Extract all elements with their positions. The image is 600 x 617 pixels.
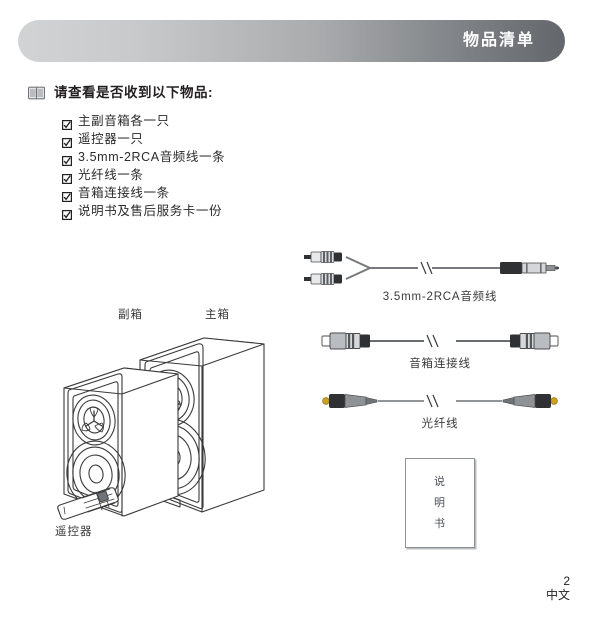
- checkbox-checked-icon[interactable]: [62, 171, 73, 184]
- list-item-label: 3.5mm-2RCA音频线一条: [78, 150, 226, 165]
- speaker-connection-cable-caption: 音箱连接线: [409, 358, 471, 370]
- list-item[interactable]: 3.5mm-2RCA音频线一条: [62, 149, 225, 166]
- optical-cable-illustration: [320, 388, 560, 414]
- checklist: 主副音箱各一只 遥控器一只 3.5mm-2RCA音频线一条: [62, 113, 225, 221]
- checklist-heading-text: 请查看是否收到以下物品:: [54, 85, 213, 101]
- checkbox-checked-icon[interactable]: [62, 135, 73, 148]
- page-title: 物品清单: [462, 32, 535, 49]
- manual-char: 明: [434, 496, 446, 509]
- checklist-heading: 请查看是否收到以下物品:: [28, 86, 213, 100]
- list-item-label: 音箱连接线一条: [78, 186, 170, 201]
- list-item-label: 主副音箱各一只: [78, 114, 170, 129]
- speaker-connection-cable-illustration: [320, 328, 560, 354]
- list-item[interactable]: 说明书及售后服务卡一份: [62, 203, 225, 220]
- section-banner: 物品清单: [18, 20, 565, 62]
- list-item[interactable]: 光纤线一条: [62, 167, 225, 184]
- list-item[interactable]: 遥控器一只: [62, 131, 225, 148]
- page-footer: 2 中文: [546, 575, 570, 603]
- page-number: 2: [563, 574, 570, 589]
- list-item[interactable]: 音箱连接线一条: [62, 185, 225, 202]
- language-label: 中文: [545, 588, 570, 603]
- manual-char: 书: [434, 517, 446, 530]
- checkbox-checked-icon[interactable]: [62, 153, 73, 166]
- checkbox-checked-icon[interactable]: [62, 117, 73, 130]
- checkbox-checked-icon[interactable]: [62, 189, 73, 202]
- remote-label: 遥控器: [55, 526, 93, 538]
- list-item-label: 说明书及售后服务卡一份: [78, 204, 223, 219]
- open-book-icon: [28, 86, 46, 100]
- list-item-label: 遥控器一只: [78, 132, 144, 147]
- speakers-illustration: [52, 300, 302, 550]
- rca-audio-cable-illustration: [300, 248, 580, 290]
- speaker-main-label: 主箱: [205, 309, 230, 321]
- speaker-secondary-label: 副箱: [118, 309, 143, 321]
- rca-audio-cable-caption: 3.5mm-2RCA音频线: [382, 291, 498, 303]
- manual-illustration: 说 明 书: [405, 458, 475, 548]
- list-item[interactable]: 主副音箱各一只: [62, 113, 225, 130]
- checkbox-checked-icon[interactable]: [62, 207, 73, 220]
- manual-char: 说: [434, 475, 446, 488]
- list-item-label: 光纤线一条: [78, 168, 144, 183]
- optical-cable-caption: 光纤线: [421, 418, 459, 430]
